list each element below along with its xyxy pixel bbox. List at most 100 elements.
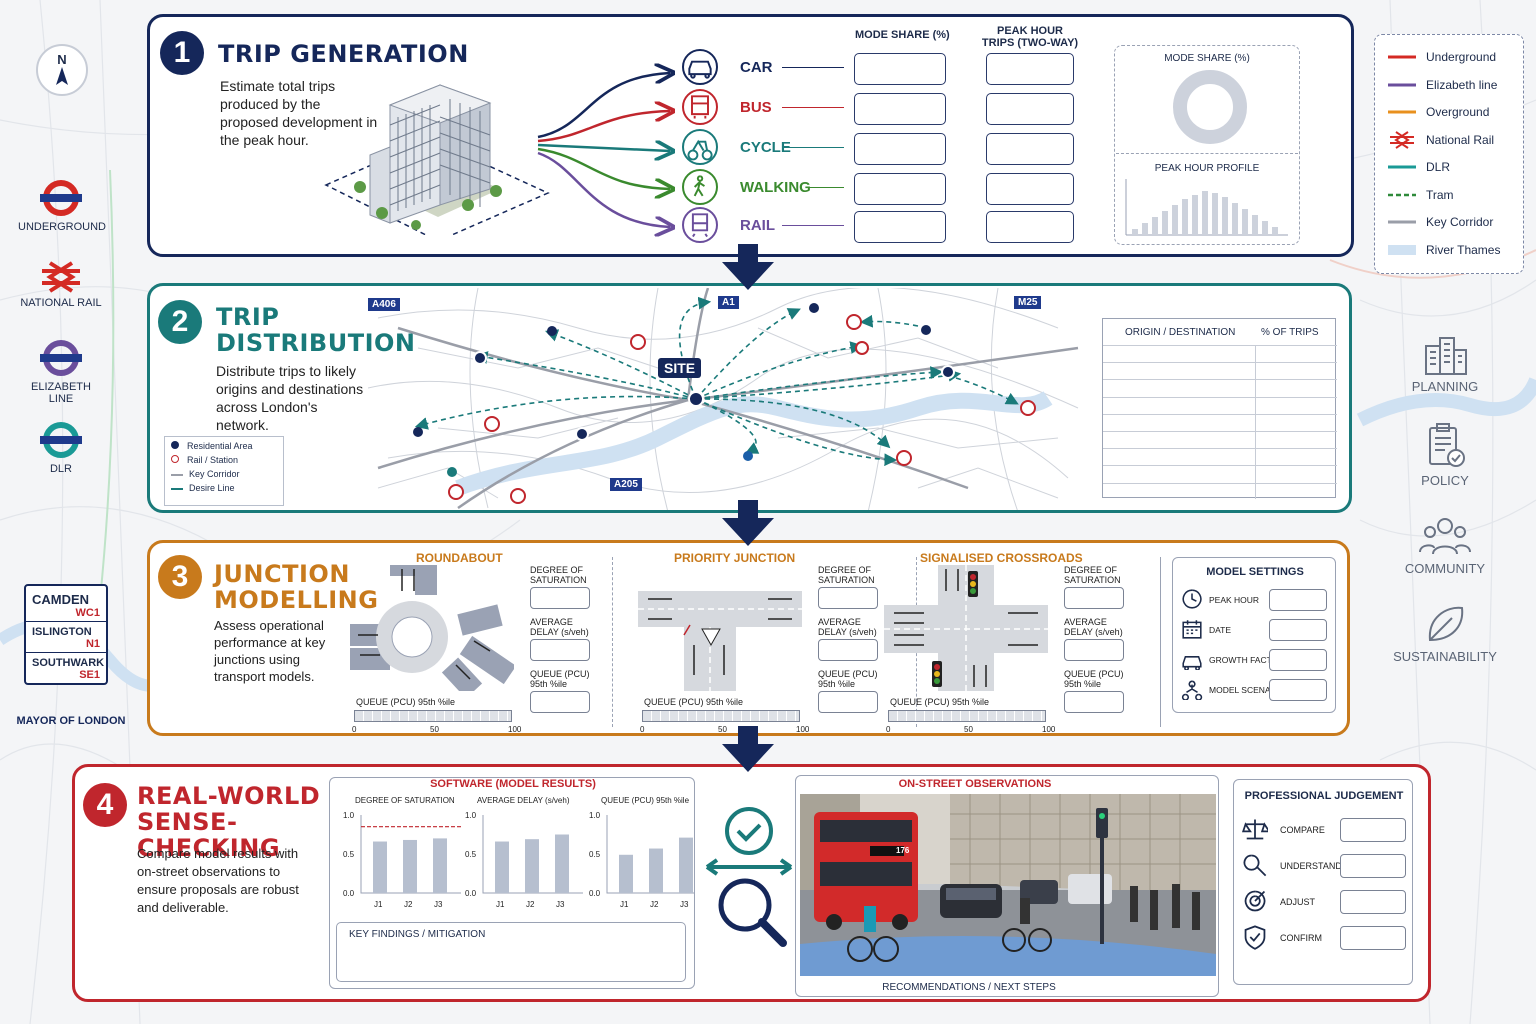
clipboard-check-icon	[1429, 423, 1465, 467]
rail-station-icon	[171, 455, 179, 463]
model-setting-input[interactable]	[1269, 619, 1327, 641]
flow-arrow-down-icon	[722, 500, 774, 546]
mini-peak-profile-title: PEAK HOUR PROFILE	[1154, 163, 1260, 174]
key-rail: Rail / Station	[171, 455, 277, 465]
junction-metric-input[interactable]	[530, 639, 590, 661]
road-label-a1: A1	[718, 296, 739, 309]
step2-description: Distribute trips to likely origins and d…	[216, 363, 364, 433]
queue-scale-bar	[354, 710, 512, 722]
junction-metric-input[interactable]	[818, 587, 878, 609]
junction-metric-input[interactable]	[1064, 691, 1124, 713]
junction-metric-input[interactable]	[530, 587, 590, 609]
step2-trip-distribution-panel: 2 TRIP DISTRIBUTION Distribute trips to …	[147, 283, 1352, 513]
check-compare-graphic	[705, 807, 793, 947]
chart-x-tick: J1	[496, 900, 505, 909]
peak-trips-input-bus[interactable]	[986, 93, 1074, 125]
junction-divider	[612, 557, 613, 727]
compass: N	[36, 44, 88, 96]
step4-number: 4	[83, 783, 127, 827]
network-icon	[1181, 680, 1203, 700]
junction-metric-input[interactable]	[818, 639, 878, 661]
step3-description: Assess operational performance at key ju…	[214, 618, 326, 684]
chart-bar	[373, 841, 387, 893]
map-legend-label: Overground	[1426, 105, 1490, 119]
legend-line-icon	[1388, 165, 1416, 169]
model-setting-input[interactable]	[1269, 679, 1327, 701]
london-desire-line-map	[367, 288, 1079, 510]
mode-share-input-bus[interactable]	[854, 93, 946, 125]
key-corridor-label: Key Corridor	[189, 469, 240, 479]
mode-share-input-rail[interactable]	[854, 211, 946, 243]
borough-code: SE1	[79, 669, 100, 681]
judgement-input[interactable]	[1340, 818, 1406, 842]
mode-share-input-walking[interactable]	[854, 173, 946, 205]
model-setting-input[interactable]	[1269, 589, 1327, 611]
map-legend-label: Key Corridor	[1426, 215, 1494, 229]
peak-trips-input-car[interactable]	[986, 53, 1074, 85]
od-table-row	[1103, 413, 1337, 431]
peak-trips-input-rail[interactable]	[986, 211, 1074, 243]
key-rail-label: Rail / Station	[187, 455, 239, 465]
step1-trip-generation-panel: 1 TRIP GENERATION Estimate total trips p…	[147, 14, 1354, 257]
calendar-icon	[1182, 620, 1202, 639]
junction-metric-input[interactable]	[818, 691, 878, 713]
legend-line-icon	[1390, 130, 1414, 149]
mode-share-input-car[interactable]	[854, 53, 946, 85]
scales-icon	[1242, 819, 1268, 840]
borough-sign-camden: CAMDEN WC1	[26, 586, 106, 622]
profile-bar	[1272, 227, 1278, 235]
profile-bar	[1142, 223, 1148, 235]
map-legend-label: Elizabeth line	[1426, 77, 1498, 92]
junction-metric-input[interactable]	[1064, 587, 1124, 609]
planning-item: PLANNING	[1402, 334, 1488, 394]
chart-bar	[525, 839, 539, 893]
chart-x-tick: J3	[434, 900, 443, 909]
legend-line-icon	[1388, 193, 1416, 196]
mode-share-input-cycle[interactable]	[854, 133, 946, 165]
junction-metric-label: DEGREE OF SATURATION	[530, 565, 587, 585]
mini-charts-box	[1114, 45, 1300, 245]
community-label: COMMUNITY	[1404, 561, 1486, 576]
queue-scale-tick: 0	[886, 725, 891, 734]
community-item: COMMUNITY	[1398, 514, 1492, 576]
judgement-input[interactable]	[1340, 854, 1406, 878]
chart-y-tick: 0.0	[343, 889, 355, 898]
leaf-icon	[1428, 606, 1464, 642]
judgement-input[interactable]	[1340, 926, 1406, 950]
queue-scale-tick: 100	[508, 725, 522, 734]
chart-bar	[619, 854, 633, 893]
key-desire-line-label: Desire Line	[189, 483, 235, 493]
map-legend-item: Overground	[1386, 101, 1522, 123]
site-marker-label: SITE	[658, 358, 702, 378]
queue-scale-bar	[642, 710, 800, 722]
map-legend	[1374, 34, 1524, 274]
borough-name: CAMDEN	[32, 592, 90, 607]
profile-bar	[1162, 211, 1168, 235]
model-setting-input[interactable]	[1269, 649, 1327, 671]
chart-x-tick: J1	[620, 900, 629, 909]
chart-x-tick: J2	[404, 900, 413, 909]
junction-metric-input[interactable]	[530, 691, 590, 713]
peak-trips-input-cycle[interactable]	[986, 133, 1074, 165]
peak-trips-input-walking[interactable]	[986, 173, 1074, 205]
chart-x-tick: J3	[680, 900, 689, 909]
junction-metric-label: QUEUE (PCU) 95th %ile	[818, 669, 878, 689]
software-results-box: SOFTWARE (MODEL RESULTS) KEY FINDINGS / …	[329, 777, 695, 989]
profile-bar	[1212, 193, 1218, 235]
model-setting-label: PEAK HOUR	[1209, 595, 1260, 605]
profile-bar	[1242, 209, 1248, 235]
model-setting-label: MODEL SCENARIO	[1209, 685, 1286, 695]
judgement-input[interactable]	[1340, 890, 1406, 914]
junction-metric-input[interactable]	[1064, 639, 1124, 661]
step4-description: Compare model results with on-street obs…	[137, 846, 299, 915]
chart-title: DEGREE OF SATURATION	[355, 796, 455, 805]
step4-sense-checking-panel: 4 REAL-WORLD SENSE-CHECKING Compare mode…	[72, 764, 1431, 1002]
mayor-of-london: MAYOR OF LONDON	[16, 715, 126, 727]
buildings-icon	[1425, 337, 1467, 375]
judgement-label: UNDERSTAND	[1280, 861, 1342, 871]
mode-share-donut-placeholder	[1173, 70, 1247, 144]
profile-bar	[1252, 215, 1258, 235]
